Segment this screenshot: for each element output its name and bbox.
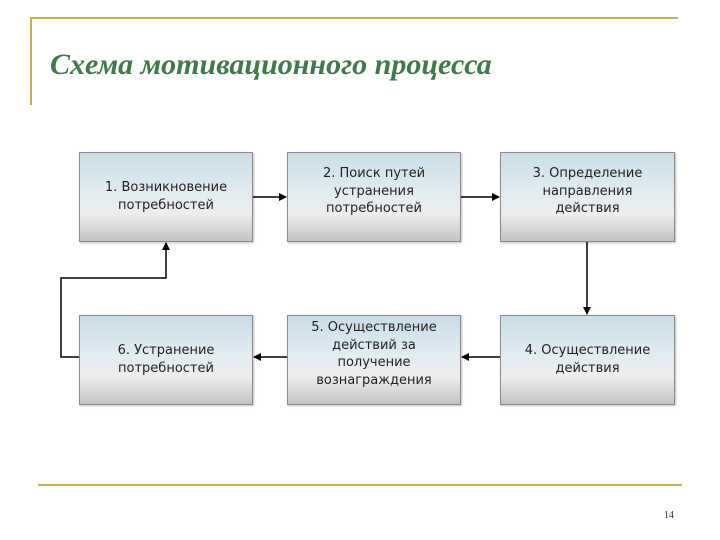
step-4-perform-action: 4. Осуществление действия [500, 315, 675, 405]
step-1-label: 1. Возникновение потребностей [104, 180, 228, 213]
step-6-label: 6. Устранение потребностей [117, 343, 215, 376]
step-4-label: 4. Осуществление действия [524, 343, 651, 376]
slide-title: Схема мотивационного процесса [50, 48, 492, 81]
step-1-need-arises: 1. Возникновение потребностей [79, 152, 253, 242]
arrow-6-to-1 [60, 242, 170, 358]
step-2-label: 2. Поиск путей устранения потребностей [322, 166, 426, 217]
left-decorative-rule [30, 17, 32, 105]
step-2-search-ways: 2. Поиск путей устранения потребностей [287, 152, 461, 242]
page-number: 14 [664, 510, 674, 521]
step-5-actions-for-reward: 5. Осуществление действий за получение в… [287, 315, 461, 405]
bottom-decorative-rule [38, 484, 682, 486]
step-5-label: 5. Осуществление действий за получение в… [311, 320, 437, 388]
step-3-define-direction: 3. Определение направления действия [500, 152, 675, 242]
step-3-label: 3. Определение направления действия [532, 166, 643, 217]
top-decorative-rule [30, 17, 678, 19]
step-6-need-eliminated: 6. Устранение потребностей [79, 315, 253, 405]
